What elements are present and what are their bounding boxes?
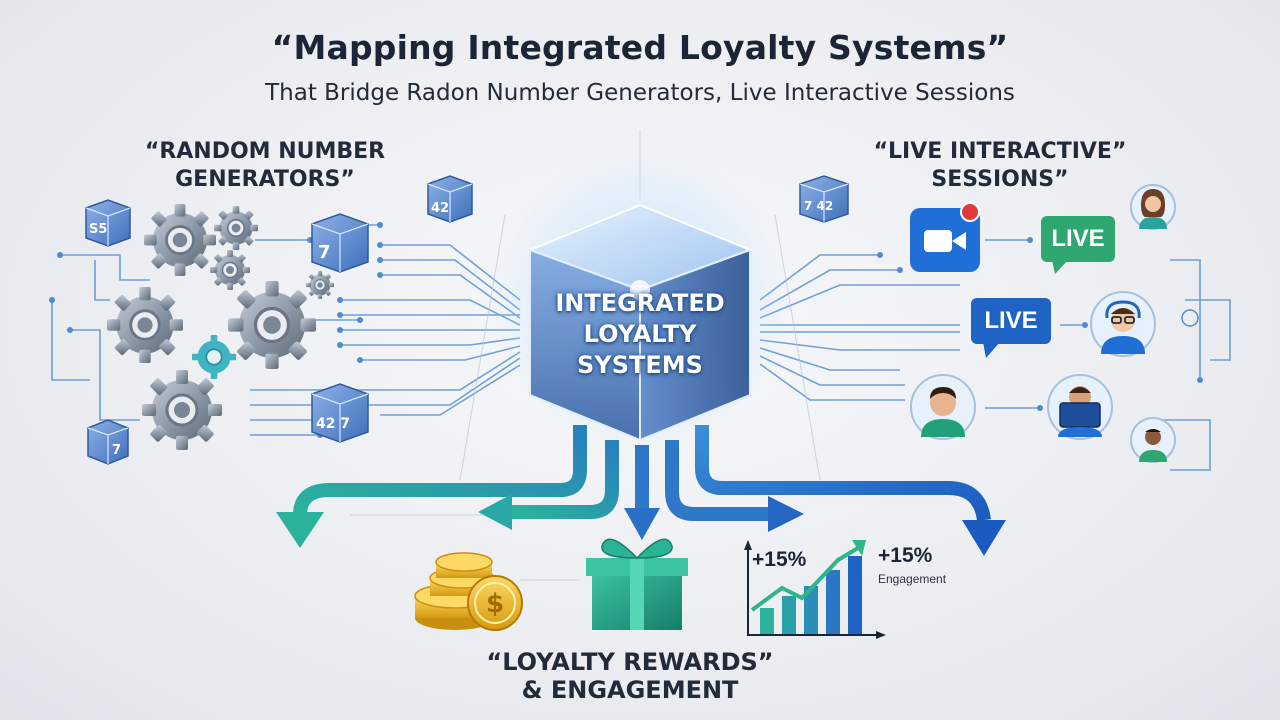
video-camera-icon (910, 202, 980, 272)
circuit-dots-right (877, 237, 1203, 411)
gear-icon (226, 279, 318, 371)
dice-label: 7 (112, 443, 121, 458)
rng-label-line2: GENERATORS” (175, 167, 355, 192)
gear-icon (213, 205, 259, 251)
live-green-bubble-tail (1052, 260, 1068, 274)
dice-icon: 7 (311, 213, 369, 273)
page-subtitle: That Bridge Radon Number Generators, Liv… (265, 80, 1015, 106)
engagement-stat-1: +15% (752, 548, 807, 571)
dice-label: 7 (318, 242, 331, 263)
dice-icon: 42 7 (311, 383, 369, 443)
dice-label: S5 (89, 222, 107, 237)
rewards-label-line1: “LOYALTY REWARDS” (486, 648, 774, 676)
integrated-loyalty-hub (490, 150, 790, 450)
dice-icon: 7 (87, 419, 129, 465)
gear-icon (209, 249, 251, 291)
engagement-caption: Engagement (878, 572, 947, 586)
gear-icon (142, 202, 218, 278)
svg-text:$: $ (486, 589, 504, 619)
engagement-stat-2: +15% (878, 544, 933, 567)
dice-icon: 42 (427, 175, 473, 223)
dice-label: 7 42 (804, 199, 833, 213)
live-badge-green: LIVE (1041, 216, 1115, 262)
live-blue-bubble-tail (983, 342, 1000, 358)
avatar (1090, 291, 1156, 357)
dice-icon: 7 42 (799, 175, 849, 223)
live-label-line1: “LIVE INTERACTIVE” (873, 139, 1127, 164)
growth-chart-icon (744, 540, 886, 639)
hub-label-line3: SYSTEMS (577, 351, 703, 379)
gear-teal-icon (192, 335, 236, 379)
live-badge-blue: LIVE (971, 298, 1051, 344)
rng-label-line1: “RANDOM NUMBER (144, 139, 386, 164)
gear-icon (140, 368, 224, 452)
avatar (1047, 374, 1113, 440)
dice-label: 42 (431, 201, 449, 216)
avatar (910, 374, 976, 440)
coins-icon: $ (414, 552, 523, 631)
rewards-label-line2: & ENGAGEMENT (521, 676, 739, 704)
hub-label: INTEGRATED LOYALTY SYSTEMS (520, 288, 760, 381)
live-section-label: “LIVE INTERACTIVE” SESSIONS” (830, 138, 1170, 194)
gear-icon (105, 285, 185, 365)
dice-label: 42 7 (316, 416, 350, 432)
rewards-section-label: “LOYALTY REWARDS” & ENGAGEMENT (430, 648, 830, 704)
circuit-lines-right (759, 239, 1231, 471)
page-title: “Mapping Integrated Loyalty Systems” (271, 28, 1009, 67)
hub-label-line2: LOYALTY (583, 320, 697, 348)
live-label-line2: SESSIONS” (931, 167, 1069, 192)
gift-icon (586, 538, 688, 630)
rng-section-label: “RANDOM NUMBER GENERATORS” (105, 138, 425, 194)
gear-icon (305, 270, 335, 300)
avatar (1130, 184, 1176, 230)
flow-arrows (276, 425, 1006, 556)
dice-icon: S5 (85, 199, 131, 247)
avatar (1130, 417, 1176, 463)
hub-label-line1: INTEGRATED (555, 289, 725, 317)
